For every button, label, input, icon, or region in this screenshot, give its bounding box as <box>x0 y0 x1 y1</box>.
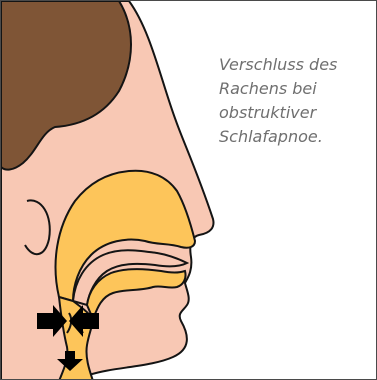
caption: Verschluss des Rachens bei obstruktiver … <box>219 53 369 149</box>
caption-line-1: Verschluss des <box>219 53 369 77</box>
caption-line-4: Schlafapnoe. <box>219 125 369 149</box>
caption-line-3: obstruktiver <box>219 101 369 125</box>
caption-line-2: Rachens bei <box>219 77 369 101</box>
